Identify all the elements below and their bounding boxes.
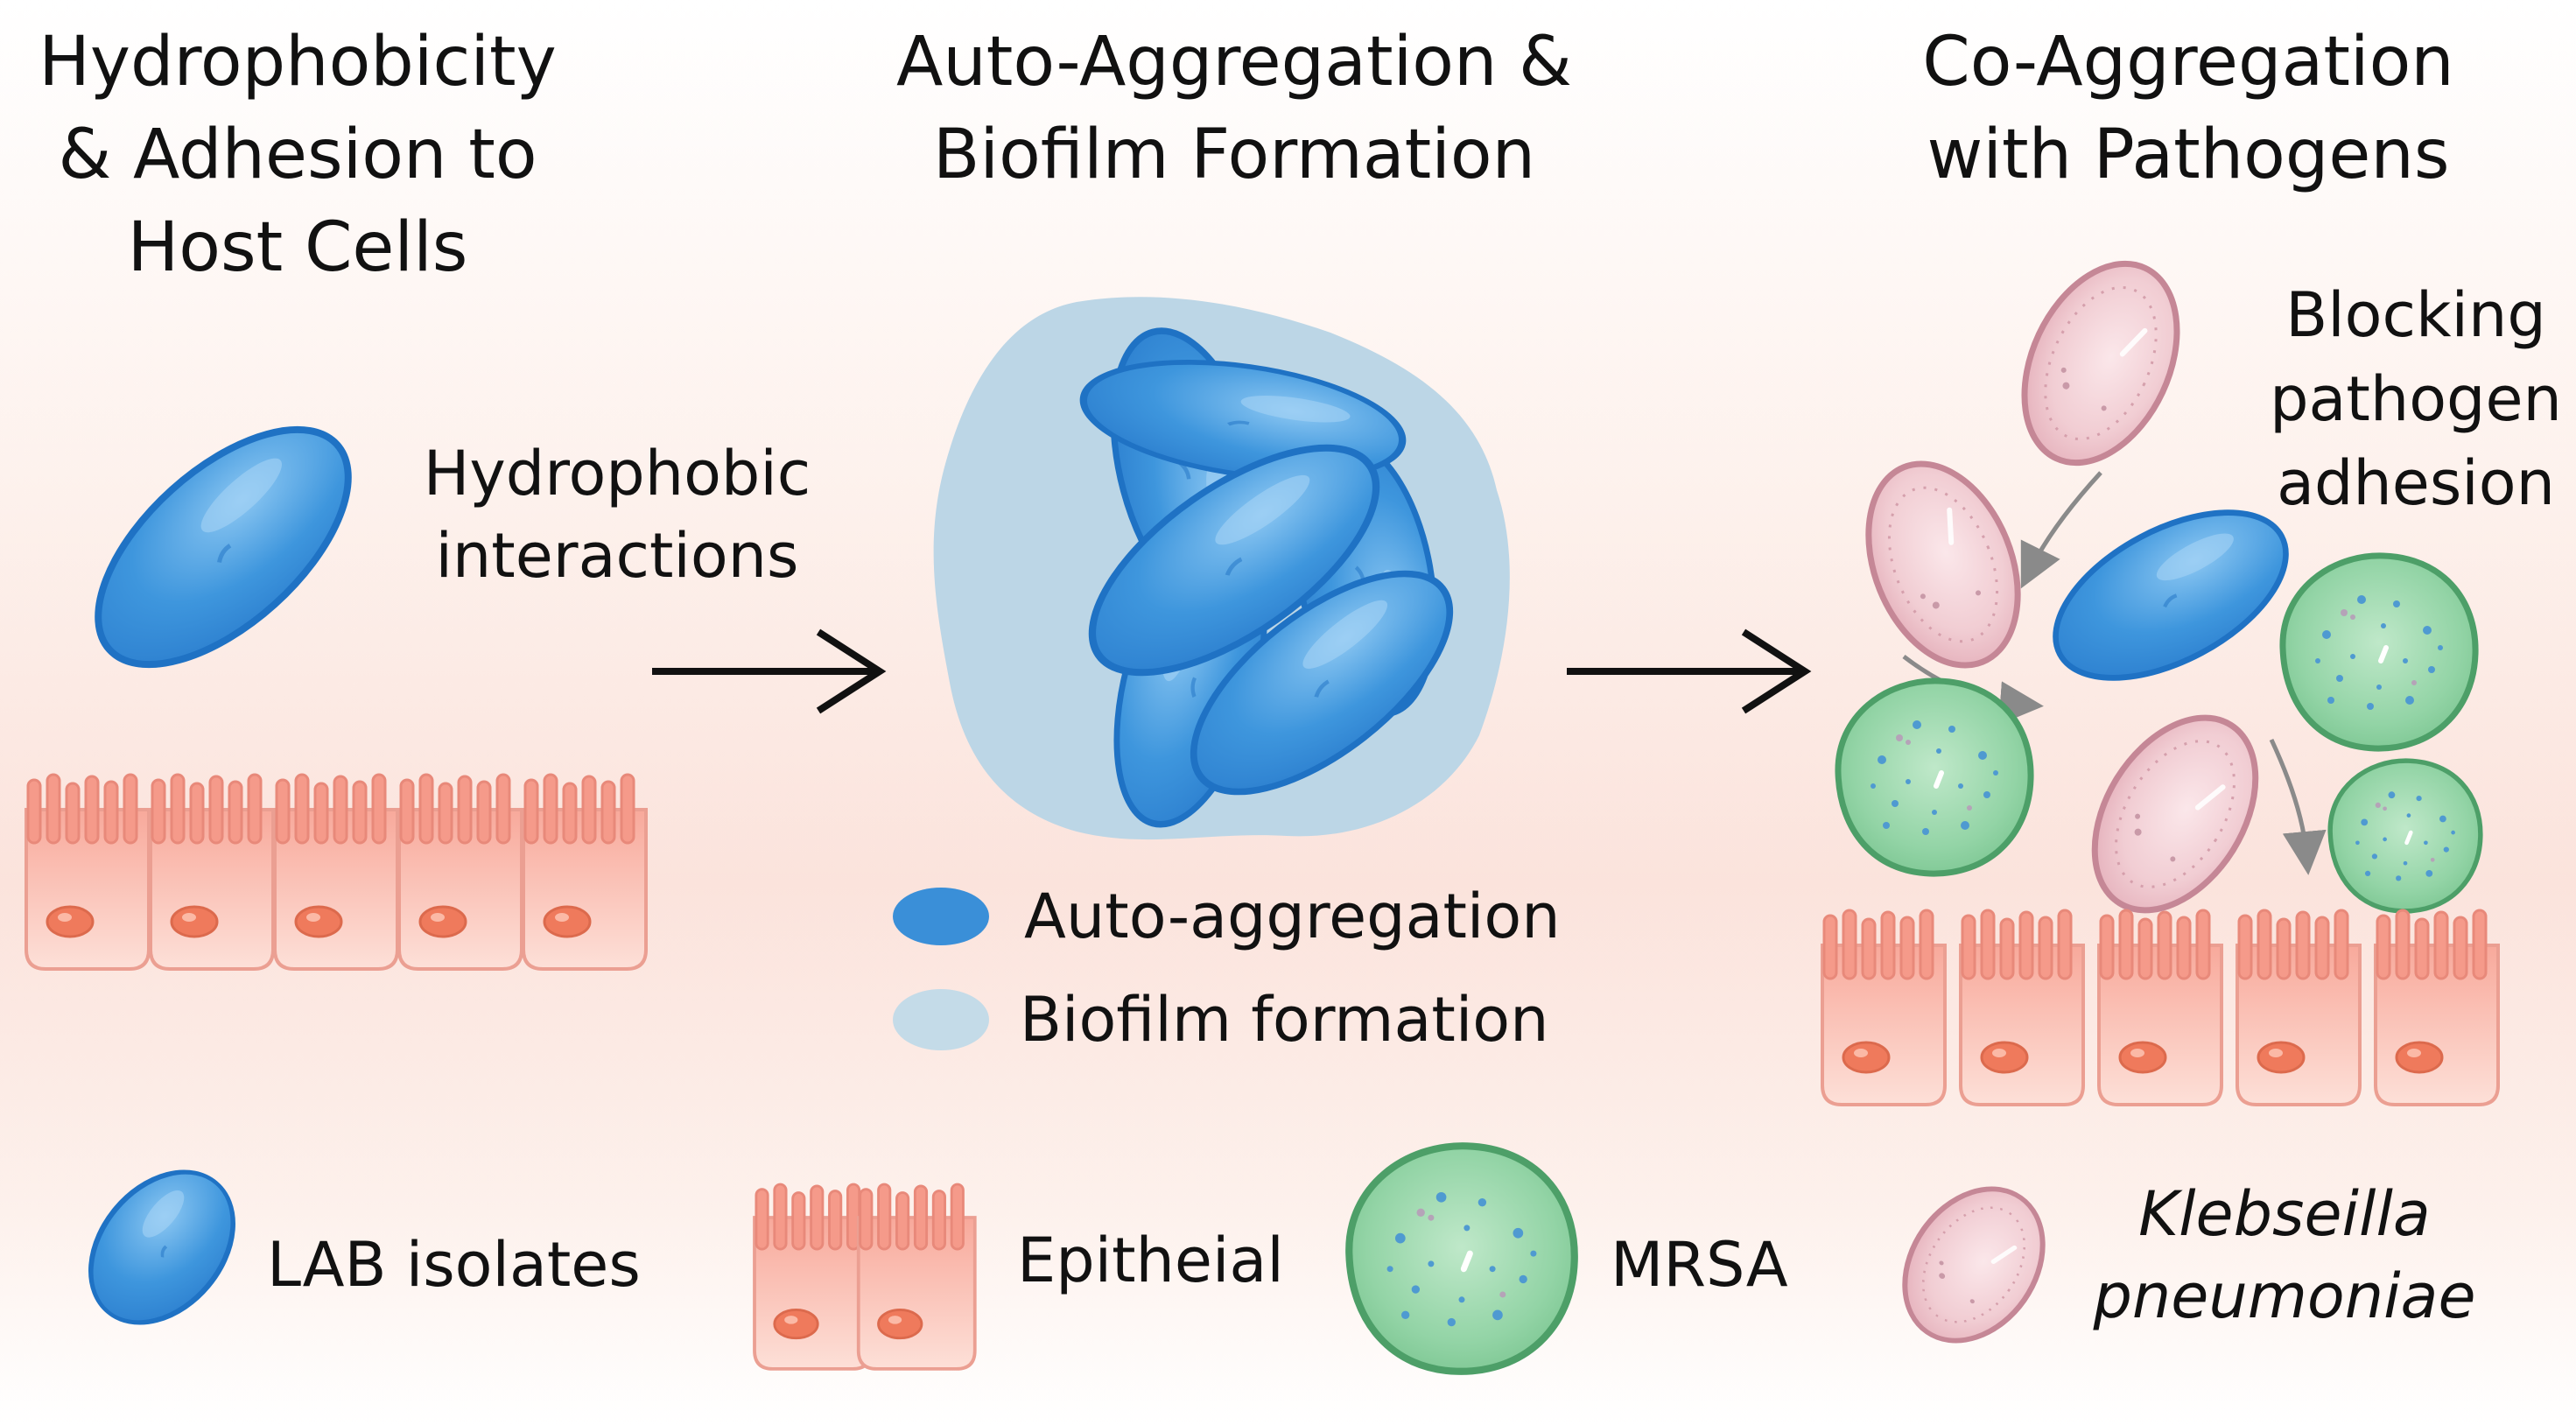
arrow-right-icon <box>652 628 887 714</box>
panel3-title: Co-Aggregation with Pathogens <box>1922 23 2454 194</box>
klebsiella-cell <box>2061 689 2288 939</box>
legend-mrsa-icon <box>1349 1146 1575 1372</box>
legend-biofilm-swatch <box>893 989 989 1050</box>
legend-lab-icon <box>62 1144 263 1351</box>
legend-biofilm-label: Biofilm formation <box>1020 984 1549 1056</box>
legend-klebsiella-icon <box>1877 1162 2071 1367</box>
arrow-right-icon <box>1567 628 1812 714</box>
lab-rod-panel1 <box>58 388 389 707</box>
legend-epithelial-label: Epitheial <box>1017 1225 1284 1296</box>
klebsiella-cell <box>1995 239 2207 487</box>
legend-epithelial-icon <box>753 1183 977 1371</box>
legend-auto-aggregation-label: Auto-aggregation <box>1024 881 1561 952</box>
legend-mrsa-label: MRSA <box>1611 1229 1788 1301</box>
mrsa-cell <box>2330 761 2481 911</box>
mrsa-cell <box>1838 681 2031 874</box>
blocking-adhesion-label: Blocking pathogen adhesion <box>2270 279 2562 519</box>
hydrophobic-interactions-label: Hydrophobic interactions <box>423 438 811 592</box>
legend-auto-aggregation-swatch <box>893 888 989 945</box>
legend-lab-label: LAB isolates <box>267 1229 641 1301</box>
panel2-title: Auto-Aggregation & Biofilm Formation <box>895 23 1573 194</box>
epithelium-panel1 <box>25 773 648 971</box>
klebsiella-cell <box>1841 442 2046 688</box>
legend-klebsiella-label: Klebseilla pneumoniae <box>2093 1178 2476 1332</box>
epithelium-panel3 <box>1821 909 2500 1106</box>
mrsa-cell <box>2283 556 2475 748</box>
panel1-title: Hydrophobicity & Adhesion to Host Cells <box>39 23 557 287</box>
